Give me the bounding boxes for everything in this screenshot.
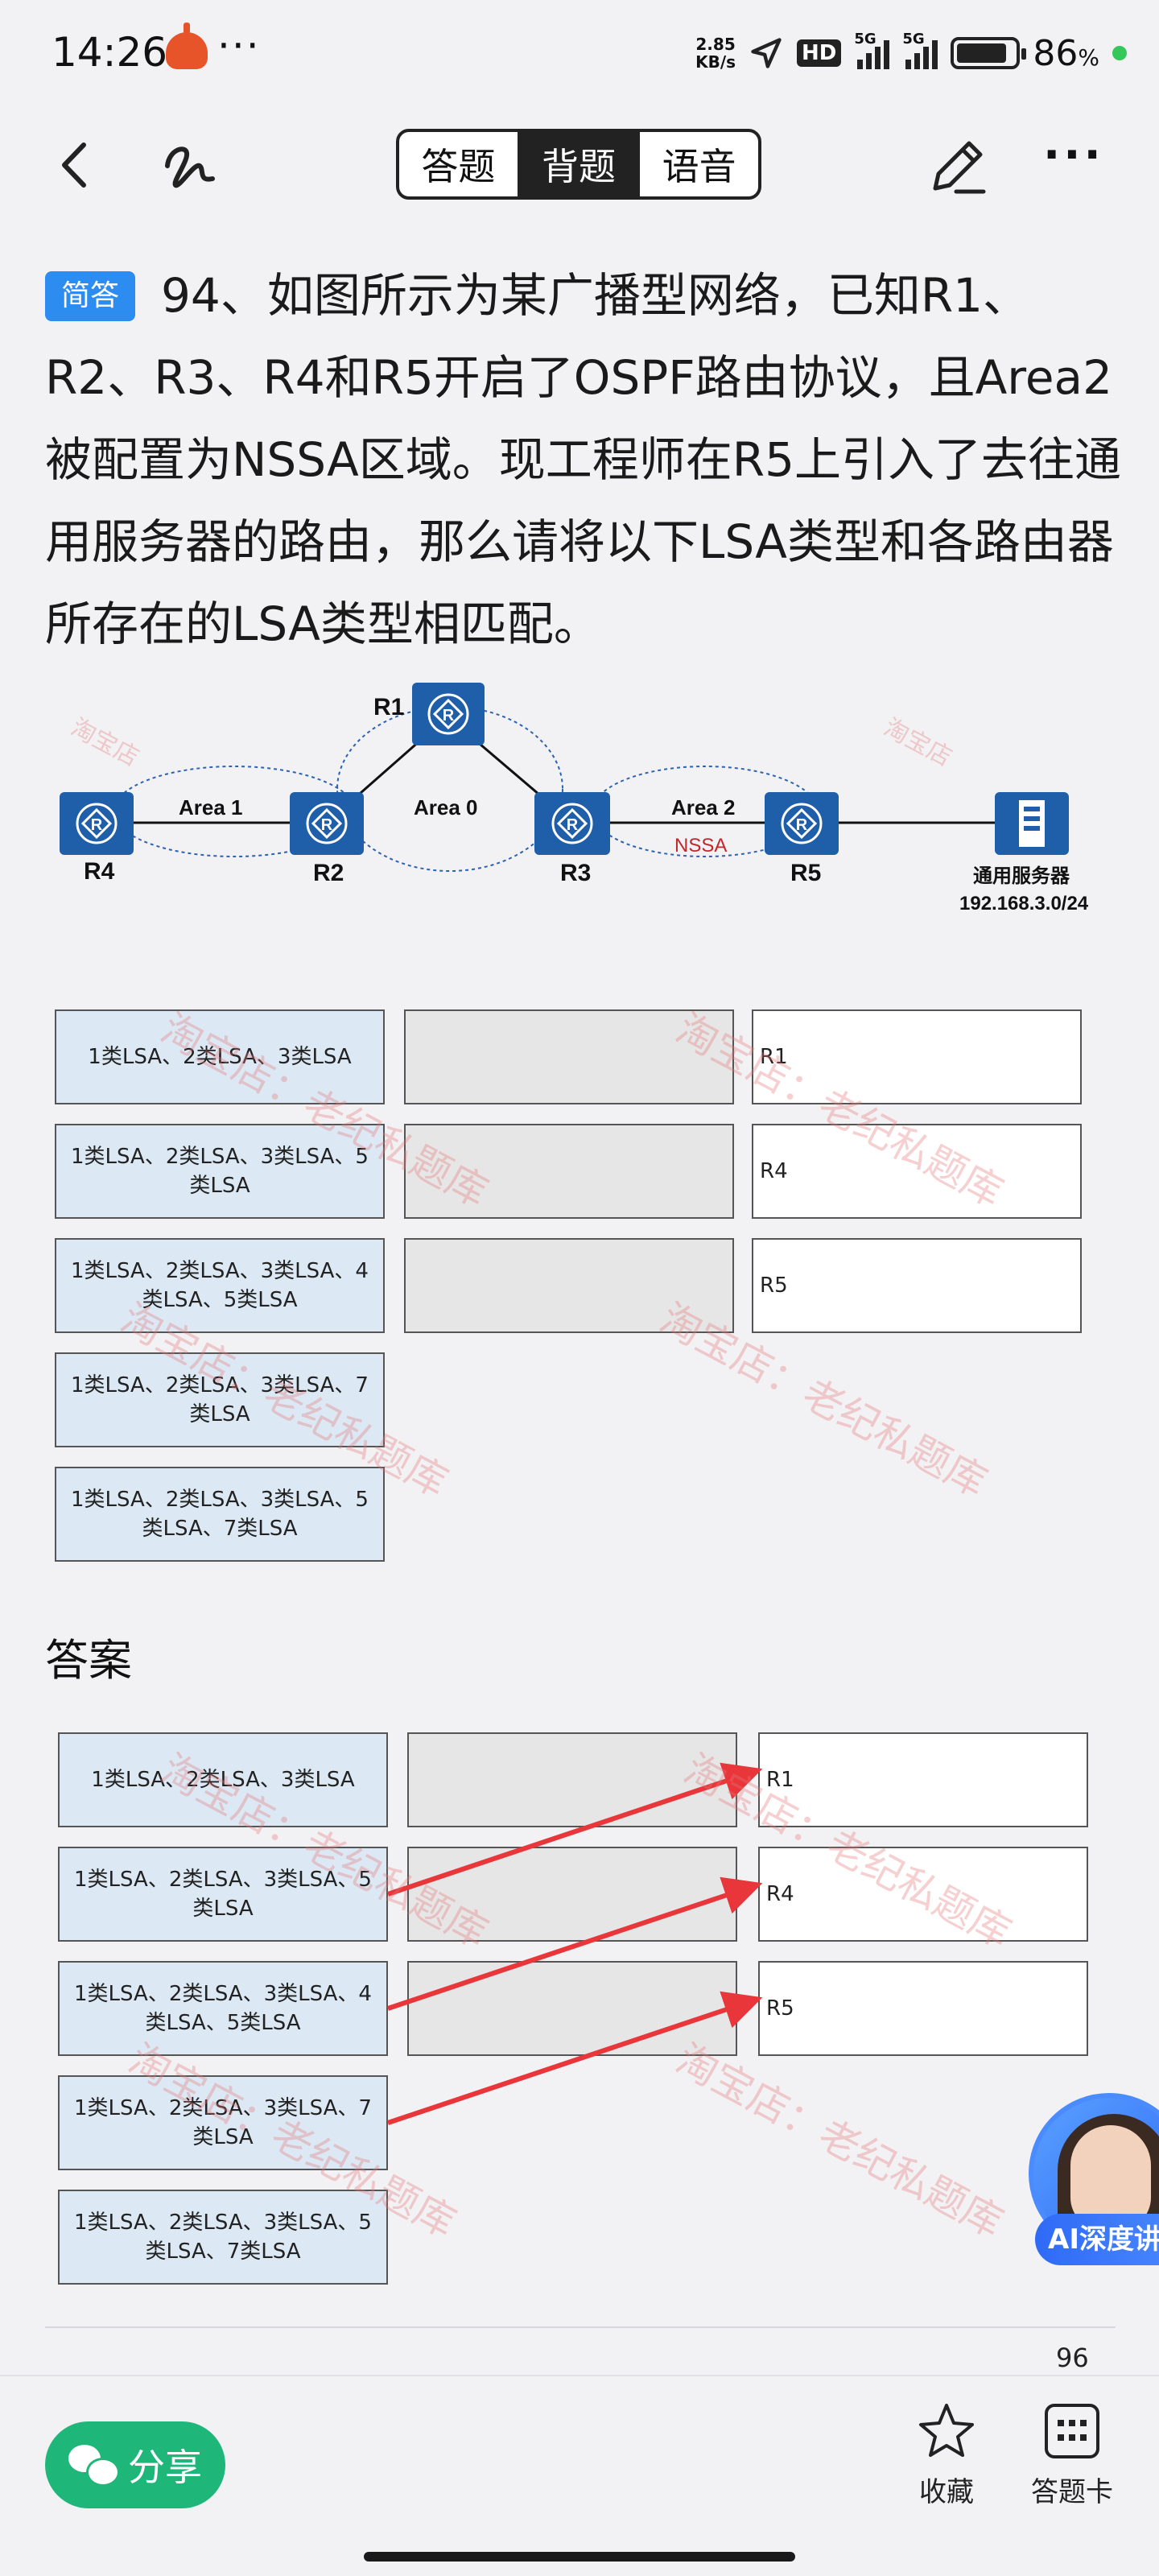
answer-target-r5: R5 — [758, 1961, 1088, 2056]
question-drop-slot[interactable] — [404, 1238, 734, 1333]
answer-arrow — [387, 1762, 763, 1897]
scribble-icon[interactable] — [158, 134, 222, 198]
hd-voice-icon: HD — [797, 39, 842, 67]
question-lsa-option[interactable]: 1类LSA、2类LSA、3类LSA、5类LSA、7类LSA — [55, 1467, 385, 1562]
question-lsa-option[interactable]: 1类LSA、2类LSA、3类LSA、4类LSA、5类LSA — [55, 1238, 385, 1333]
location-icon — [751, 38, 782, 68]
answer-lsa-option[interactable]: 1类LSA、2类LSA、3类LSA、5类LSA、7类LSA — [58, 2190, 388, 2285]
tab-answer[interactable]: 答题 — [399, 132, 520, 196]
svg-text:R: R — [567, 816, 579, 834]
star-icon — [919, 2404, 974, 2457]
nav-bar: 答题 背题 语音 ··· — [0, 113, 1159, 217]
tab-voice[interactable]: 语音 — [662, 145, 736, 188]
status-bar: 14:26 ··· 2.85 KB/s HD 5G 5G 86% — [0, 0, 1159, 105]
favorite-button[interactable]: 收藏 — [890, 2401, 1003, 2509]
router-r5: R — [765, 792, 839, 855]
label-r4: R4 — [84, 858, 115, 885]
svg-text:R: R — [91, 816, 103, 834]
more-options-icon[interactable]: ··· — [1043, 129, 1104, 181]
share-button[interactable]: 分享 — [45, 2421, 225, 2508]
question-drop-slot[interactable] — [404, 1124, 734, 1219]
router-r2: R — [290, 792, 364, 855]
signal-icon-1: 5G — [854, 31, 890, 69]
clock: 14:26 — [52, 29, 168, 76]
home-indicator[interactable] — [364, 2552, 795, 2562]
battery-percent: 86% — [1033, 32, 1099, 74]
answer-drop-slot[interactable] — [407, 1961, 737, 2056]
answer-lsa-option[interactable]: 1类LSA、2类LSA、3类LSA — [58, 1732, 388, 1827]
router-r1: R — [412, 683, 485, 745]
network-speed: 2.85 KB/s — [695, 35, 736, 72]
ai-assistant-button[interactable]: AI深度讲 — [1029, 2093, 1159, 2286]
label-nssa: NSSA — [674, 835, 727, 857]
answer-title: 答案 — [45, 1635, 132, 1686]
privacy-indicator-icon — [1112, 46, 1127, 60]
question-drop-slot[interactable] — [404, 1009, 734, 1104]
question-target-r4: R4 — [752, 1124, 1082, 1219]
label-r1: R1 — [373, 694, 404, 720]
router-r3: R — [534, 792, 610, 855]
area0-ellipse — [336, 706, 563, 872]
answer-lsa-option[interactable]: 1类LSA、2类LSA、3类LSA、7类LSA — [58, 2075, 388, 2170]
assistant-label: AI深度讲 — [1035, 2214, 1159, 2265]
mode-tabs: 答题 背题 语音 — [396, 129, 761, 200]
label-r3: R3 — [560, 860, 591, 886]
label-r2: R2 — [313, 860, 344, 886]
question-type-badge: 简答 — [45, 271, 136, 321]
answer-lsa-option[interactable]: 1类LSA、2类LSA、3类LSA、5类LSA — [58, 1847, 388, 1942]
svg-text:R: R — [443, 707, 455, 724]
answer-target-r4: R4 — [758, 1847, 1088, 1942]
answer-drop-slot[interactable] — [407, 1847, 737, 1942]
question-target-r1: R1 — [752, 1009, 1082, 1104]
answer-drop-slot[interactable] — [407, 1732, 737, 1827]
label-area0: Area 0 — [414, 795, 478, 819]
label-area2: Area 2 — [671, 795, 736, 819]
back-icon[interactable] — [48, 137, 105, 193]
grid-icon — [1045, 2404, 1099, 2458]
page-number: 96 — [1056, 2343, 1089, 2373]
tab-memorize[interactable]: 背题 — [519, 132, 641, 196]
pen-icon[interactable] — [924, 132, 992, 200]
question-target-r5: R5 — [752, 1238, 1082, 1333]
divider — [45, 2326, 1116, 2328]
question-lsa-option[interactable]: 1类LSA、2类LSA、3类LSA、7类LSA — [55, 1352, 385, 1447]
topology-diagram: R R R R R R1 R2 R3 R4 R5 Area 1 Area 0 A… — [60, 683, 1089, 914]
answer-arrow — [387, 1991, 763, 2125]
answer-target-r1: R1 — [758, 1732, 1088, 1827]
server-ip: 192.168.3.0/24 — [959, 893, 1089, 914]
svg-text:R: R — [321, 816, 333, 834]
wechat-icon — [68, 2445, 120, 2487]
battery-icon — [951, 37, 1027, 69]
question-text: 94、如图所示为某广播型网络，已知R1、R2、R3、R4和R5开启了OSPF路由… — [45, 268, 1121, 651]
server-name: 通用服务器 — [973, 865, 1070, 887]
notification-more-icon: ··· — [217, 23, 261, 69]
question-lsa-option[interactable]: 1类LSA、2类LSA、3类LSA、5类LSA — [55, 1124, 385, 1219]
app-notification-icon — [166, 23, 208, 69]
router-r4: R — [60, 792, 134, 855]
question-lsa-option[interactable]: 1类LSA、2类LSA、3类LSA — [55, 1009, 385, 1104]
answer-lsa-option[interactable]: 1类LSA、2类LSA、3类LSA、4类LSA、5类LSA — [58, 1961, 388, 2056]
answer-card-button[interactable]: 答题卡 — [1016, 2401, 1128, 2509]
server-icon — [995, 792, 1069, 855]
signal-icon-2: 5G — [902, 31, 938, 69]
label-r5: R5 — [790, 860, 821, 886]
label-area1: Area 1 — [179, 795, 243, 819]
bottom-bar: 分享 收藏 答题卡 — [0, 2375, 1159, 2576]
answer-arrow — [387, 1876, 763, 2011]
svg-text:R: R — [796, 816, 808, 834]
